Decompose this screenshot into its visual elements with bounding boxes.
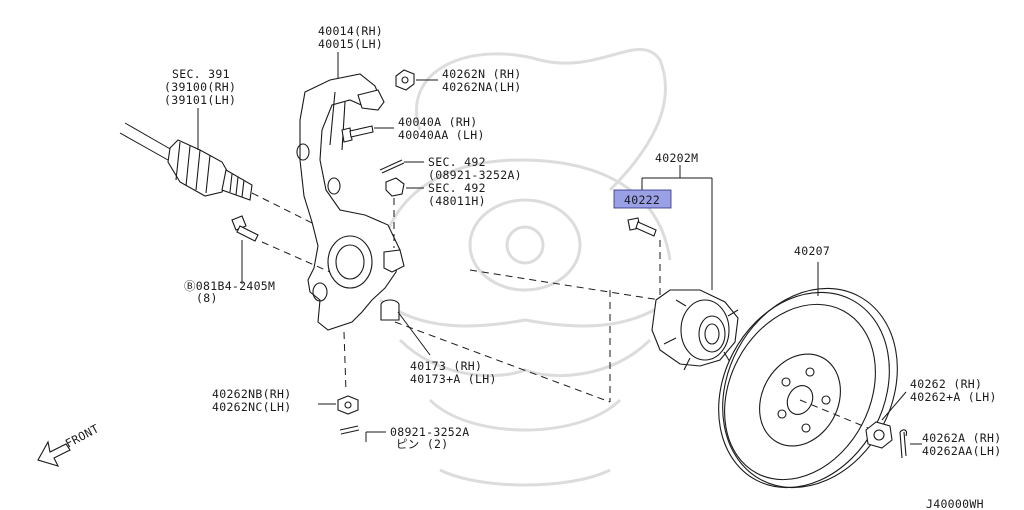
label-front: FRONT [63, 421, 101, 450]
label-40040a[interactable]: 40040A (RH) [398, 115, 477, 129]
label-39101[interactable]: (39101(LH) [164, 93, 236, 107]
label-081b4[interactable]: Ⓑ081B4-2405M [184, 279, 275, 293]
label-40202m[interactable]: 40202M [655, 151, 698, 165]
front-arrow-icon [37, 440, 71, 467]
cotter-pin-lower [339, 425, 386, 442]
bushing-40173 [380, 299, 611, 403]
label-pin-qty: ピン (2) [396, 437, 449, 451]
nut-40262nb [318, 331, 359, 415]
label-40262n[interactable]: 40262N (RH) [442, 67, 521, 81]
label-40015[interactable]: 40015(LH) [318, 37, 383, 51]
hub-bolt-40222 [627, 217, 657, 237]
nut-48011h [385, 177, 424, 248]
bracket-40202m [641, 165, 713, 290]
highlight-40222 [613, 189, 672, 209]
label-40262a-lh[interactable]: 40262+A (LH) [910, 390, 997, 404]
label-40262na[interactable]: 40262NA(LH) [442, 80, 521, 94]
cotter-pin-upper [379, 159, 424, 174]
brake-rotor [718, 262, 898, 489]
label-40262[interactable]: 40262 (RH) [910, 377, 982, 391]
label-48011h[interactable]: (48011H) [428, 194, 486, 208]
label-40207[interactable]: 40207 [794, 244, 830, 258]
label-40040aa[interactable]: 40040AA (LH) [398, 128, 485, 142]
label-40222[interactable]: 40222 [624, 193, 660, 207]
bolt-081b4 [231, 215, 331, 284]
label-40262nb[interactable]: 40262NB(RH) [212, 387, 291, 401]
label-sec391[interactable]: SEC. 391 [172, 67, 230, 81]
drive-shaft [119, 122, 253, 201]
bolt-40040a [341, 125, 394, 143]
label-diagram-id: J40000WH [926, 497, 984, 510]
label-40262nc[interactable]: 40262NC(LH) [212, 400, 291, 414]
dash-knuckle-hub [469, 269, 661, 301]
label-sec492-a[interactable]: SEC. 492 [428, 155, 486, 169]
hub-nut-40262 [865, 391, 907, 449]
label-40262a[interactable]: 40262A (RH) [922, 431, 1001, 445]
label-081b4-qty: (8) [196, 291, 218, 305]
label-40173[interactable]: 40173 (RH) [410, 359, 482, 373]
label-40262aa[interactable]: 40262AA(LH) [922, 444, 1001, 458]
label-sec492-b[interactable]: SEC. 492 [428, 181, 486, 195]
label-40014[interactable]: 40014(RH) [318, 24, 383, 38]
steering-knuckle [296, 73, 405, 331]
label-08921-b[interactable]: 08921-3252A [390, 425, 469, 439]
nut-40262n [395, 69, 438, 91]
hub-assembly [651, 240, 781, 371]
label-08921-a[interactable]: (08921-3252A) [428, 168, 522, 182]
label-40173a[interactable]: 40173+A (LH) [410, 372, 497, 386]
cotter-pin-40262a [899, 429, 922, 459]
label-39100[interactable]: (39100(RH) [164, 80, 236, 94]
